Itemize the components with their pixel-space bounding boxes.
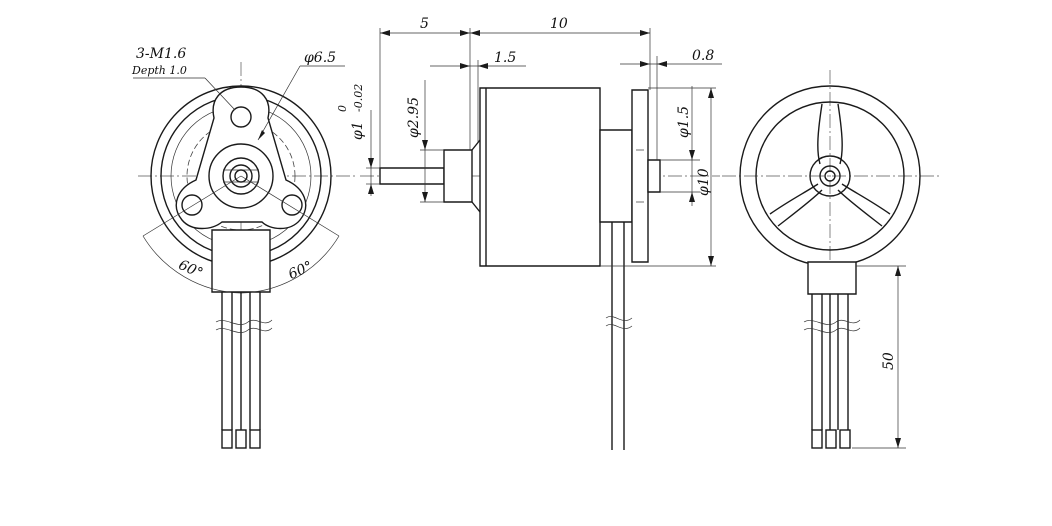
dim-shaft-length: 5 — [420, 16, 429, 32]
rear-view: 50 — [722, 70, 940, 449]
dim-shaft-dia: φ1 — [350, 121, 366, 140]
side-view: 5 10 1.5 0.8 φ1 0 -0.02 φ2.95 — [336, 16, 722, 450]
dim-body-dia: φ10 — [696, 168, 712, 196]
dim-flange: 0.8 — [692, 48, 714, 64]
depth-note: Depth 1.0 — [131, 64, 187, 77]
dim-collar-dia: φ2.95 — [406, 97, 422, 138]
front-view: 3-M1.6 Depth 1.0 φ6.5 60° 60° — [131, 46, 358, 449]
dim-body-length: 10 — [550, 16, 568, 32]
tol-upper: 0 — [336, 105, 349, 112]
bolt-circle-label: φ6.5 — [304, 50, 336, 66]
angle-label-right: 60° — [286, 258, 315, 283]
angle-label-left: 60° — [176, 257, 205, 282]
dim-boss-dia: φ1.5 — [676, 106, 692, 138]
tol-lower: -0.02 — [352, 84, 365, 112]
dim-step: 1.5 — [494, 50, 516, 66]
dim-lead-length: 50 — [881, 352, 897, 370]
thread-note: 3-M1.6 — [136, 46, 186, 62]
